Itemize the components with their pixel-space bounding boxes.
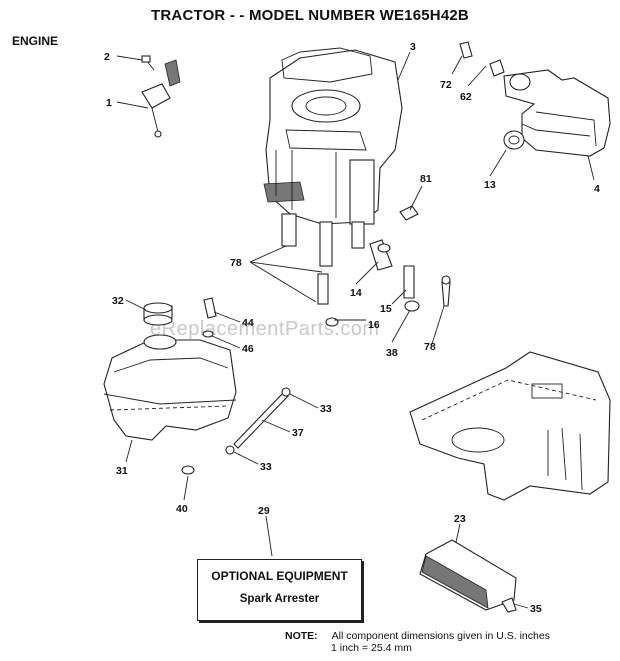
note-line-1: All component dimensions given in U.S. i… — [331, 630, 550, 642]
callout-62: 62 — [460, 91, 472, 103]
diagram-title: TRACTOR - - MODEL NUMBER WE165H42B — [151, 7, 469, 24]
callout-31: 31 — [116, 465, 128, 477]
callout-38: 38 — [386, 347, 398, 359]
dimension-note: NOTE: All component dimensions given in U… — [285, 630, 550, 654]
optional-equipment-box: OPTIONAL EQUIPMENT Spark Arrester — [197, 559, 362, 621]
chassis-frame — [409, 351, 611, 501]
fuel-line[interactable] — [181, 387, 291, 475]
callout-29: 29 — [258, 505, 270, 517]
engine-hardware[interactable] — [325, 205, 451, 327]
spark-arrester[interactable] — [419, 539, 517, 613]
callout-33-upper: 33 — [320, 403, 332, 415]
callout-78-engine: 78 — [230, 257, 242, 269]
callout-15: 15 — [380, 303, 392, 315]
callout-4: 4 — [594, 183, 600, 195]
callout-40: 40 — [176, 503, 188, 515]
note-line-2: 1 inch = 25.4 mm — [331, 642, 412, 654]
callout-3: 3 — [410, 41, 416, 53]
callout-23: 23 — [454, 513, 466, 525]
callout-32: 32 — [112, 295, 124, 307]
callout-78-bolt: 78 — [424, 341, 436, 353]
fuel-tank[interactable] — [103, 297, 237, 441]
callout-46: 46 — [242, 343, 254, 355]
section-label: ENGINE — [12, 34, 59, 48]
callout-14: 14 — [350, 287, 362, 299]
callout-33-lower: 33 — [260, 461, 272, 473]
note-label: NOTE: — [285, 630, 318, 642]
engine-assembly[interactable] — [263, 47, 403, 305]
part-number-labels: 2 1 3 72 62 4 13 81 78 14 15 16 38 78 32… — [104, 41, 600, 615]
throttle-control[interactable] — [141, 55, 181, 138]
callout-16: 16 — [368, 319, 380, 331]
callout-81: 81 — [420, 173, 432, 185]
optional-equipment-item: Spark Arrester — [239, 593, 320, 605]
callout-72: 72 — [440, 79, 452, 91]
callout-35: 35 — [530, 603, 542, 615]
callout-13: 13 — [484, 179, 496, 191]
callout-2: 2 — [104, 51, 110, 63]
muffler-assembly[interactable] — [459, 41, 611, 157]
callout-1: 1 — [106, 97, 112, 109]
optional-equipment-heading: OPTIONAL EQUIPMENT — [211, 569, 348, 583]
callout-44: 44 — [242, 317, 254, 329]
callout-37: 37 — [292, 427, 304, 439]
leader-lines — [116, 51, 595, 609]
